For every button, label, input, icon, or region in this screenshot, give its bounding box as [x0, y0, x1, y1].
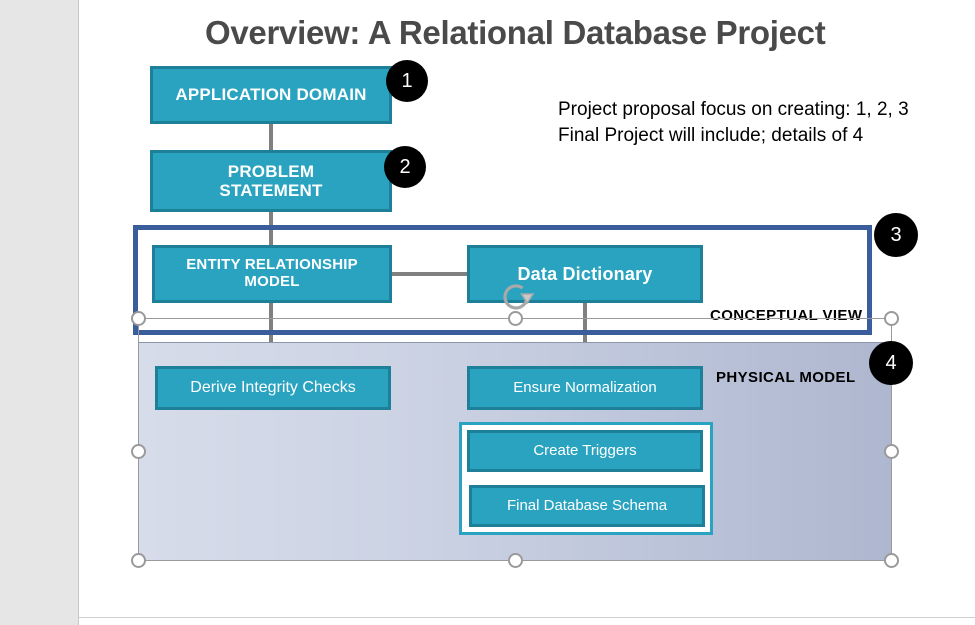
box-ensure-normalization-label: Ensure Normalization [513, 378, 657, 396]
selection-handle-bottom-left[interactable] [131, 553, 146, 568]
selection-handle-middle-right[interactable] [884, 444, 899, 459]
box-create-triggers[interactable]: Create Triggers [467, 430, 703, 472]
box-problem-statement-line2: STATEMENT [219, 181, 323, 200]
badge-step-3-label: 3 [890, 223, 902, 246]
box-final-database-schema[interactable]: Final Database Schema [469, 485, 705, 527]
physical-model-label: PHYSICAL MODEL [716, 369, 856, 386]
box-derive-integrity-label: Derive Integrity Checks [190, 379, 356, 397]
badge-step-1-label: 1 [401, 69, 413, 92]
box-ensure-normalization[interactable]: Ensure Normalization [467, 366, 703, 410]
selection-handle-bottom-center[interactable] [508, 553, 523, 568]
box-entity-relationship-line2: MODEL [244, 273, 300, 290]
conceptual-view-label: CONCEPTUAL VIEW [710, 307, 863, 324]
box-problem-statement-label: PROBLEM STATEMENT [219, 162, 322, 200]
box-data-dictionary-label: Data Dictionary [517, 263, 653, 284]
note-line-1: Project proposal focus on creating: 1, 2… [558, 99, 909, 120]
selection-handle-bottom-right[interactable] [884, 553, 899, 568]
selection-handle-top-center[interactable] [508, 311, 523, 326]
box-data-dictionary[interactable]: Data Dictionary [467, 245, 703, 303]
rotate-handle-icon[interactable] [500, 279, 536, 315]
note-text-block[interactable]: Project proposal focus on creating: 1, 2… [558, 97, 909, 149]
box-entity-relationship-line1: ENTITY RELATIONSHIP [186, 256, 358, 274]
connector-erm-to-data-dictionary [390, 272, 469, 276]
badge-step-4[interactable]: 4 [869, 341, 913, 385]
gutter-divider [78, 0, 79, 625]
page-title[interactable]: Overview: A Relational Database Project [205, 14, 826, 51]
selection-handle-top-right[interactable] [884, 311, 899, 326]
selection-handle-middle-left[interactable] [131, 444, 146, 459]
left-gutter-panel [0, 0, 78, 625]
selection-border-right [891, 318, 892, 561]
badge-step-2-label: 2 [399, 155, 411, 178]
connector-app-to-problem [269, 122, 273, 152]
badge-step-1[interactable]: 1 [386, 60, 428, 102]
conceptual-view-frame[interactable] [133, 225, 872, 335]
box-derive-integrity-checks[interactable]: Derive Integrity Checks [155, 366, 391, 410]
box-application-domain-label: APPLICATION DOMAIN [175, 85, 367, 105]
slide-bottom-edge [79, 617, 975, 618]
badge-step-4-label: 4 [885, 351, 897, 374]
box-application-domain[interactable]: APPLICATION DOMAIN [150, 66, 392, 124]
box-create-triggers-label: Create Triggers [533, 441, 637, 459]
box-problem-statement-line1: PROBLEM [227, 161, 315, 181]
box-entity-relationship-model[interactable]: ENTITY RELATIONSHIP MODEL [152, 245, 392, 303]
box-entity-relationship-label: ENTITY RELATIONSHIP MODEL [186, 256, 358, 291]
badge-step-2[interactable]: 2 [384, 146, 426, 188]
selection-border-left [138, 318, 139, 561]
box-final-schema-label: Final Database Schema [506, 496, 668, 514]
note-line-2: Final Project will include; details of 4 [558, 125, 864, 146]
selection-handle-top-left[interactable] [131, 311, 146, 326]
box-problem-statement[interactable]: PROBLEM STATEMENT [150, 150, 392, 212]
badge-step-3[interactable]: 3 [874, 213, 918, 257]
